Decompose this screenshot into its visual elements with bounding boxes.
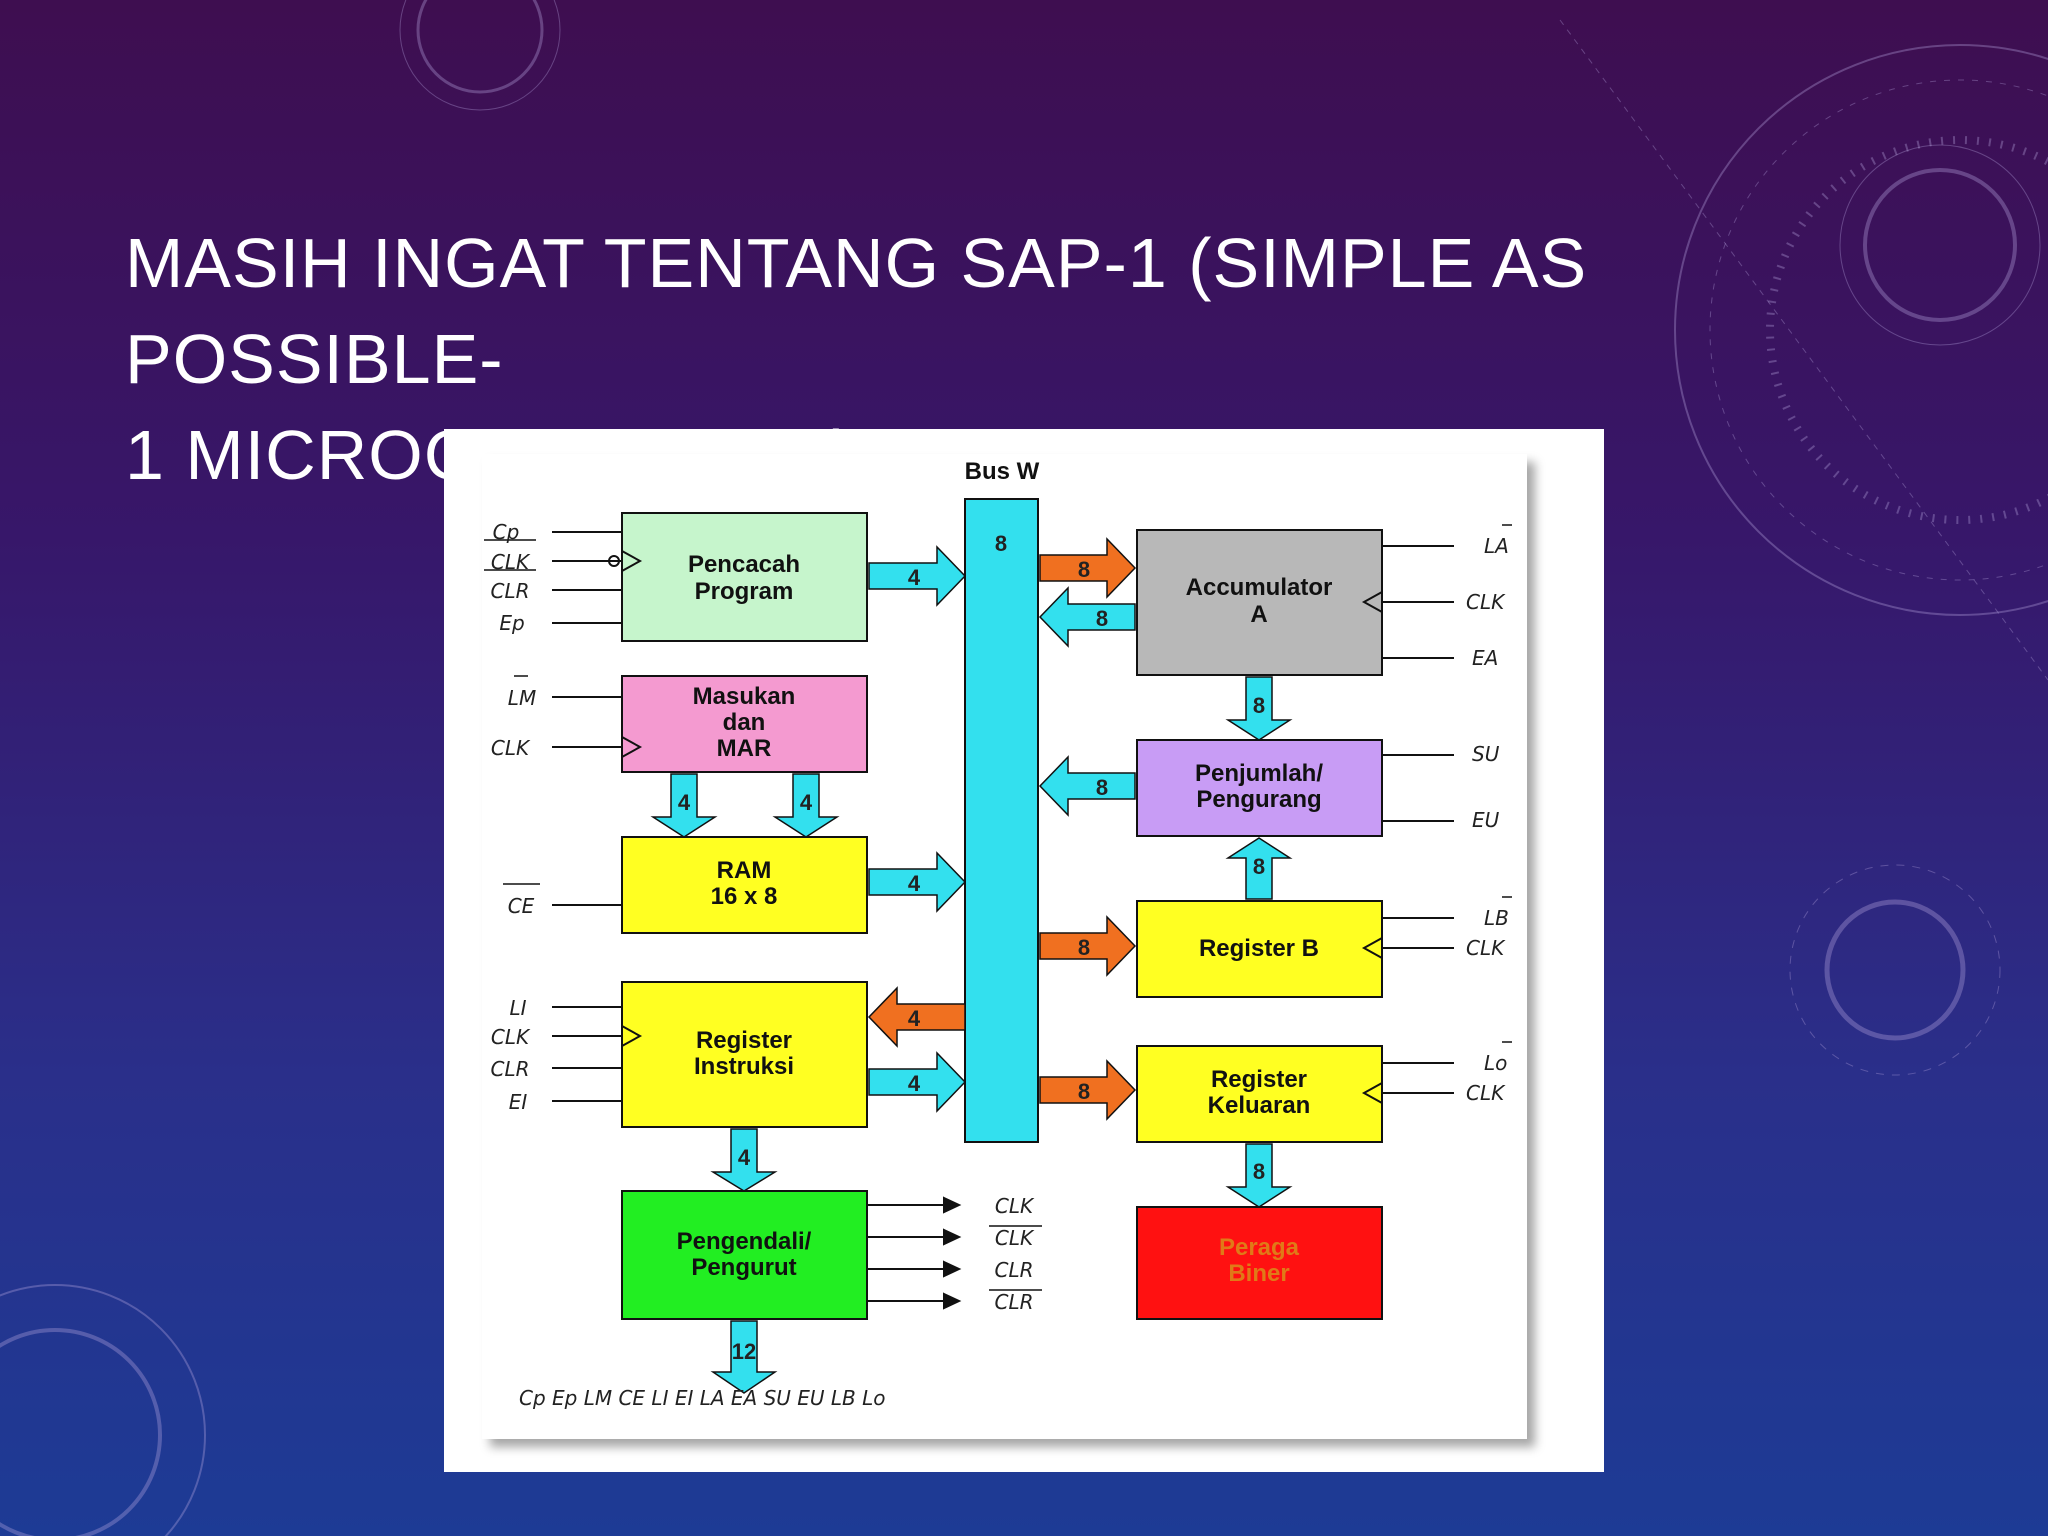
width-register-b-to-adder: 8 [1253,854,1265,879]
signal-clr-pc: CLR [490,579,529,603]
arrow-ir-to-bus [868,1051,967,1113]
arrow-ir-to-controller [710,1128,778,1192]
width-bus-to-ir: 4 [908,1006,921,1031]
controller-output-lines [867,1196,962,1310]
output-register-label-2: Keluaran [1208,1092,1311,1119]
signal-ep: Ep [499,611,524,635]
program-counter-label-1: Pencacah [688,551,800,578]
program-counter-label-2: Program [695,578,794,605]
signal-lo: Lo [1484,1051,1507,1075]
arrow-accumulator-to-bus [1038,586,1136,648]
bus-label: Bus W [965,458,1040,485]
arrow-controller-out [710,1320,778,1394]
signal-clk-out: CLK [1466,1081,1506,1105]
ram-label-2: 16 x 8 [711,883,778,910]
adder-subtracter-block [1136,739,1383,837]
signal-eu: EU [1472,808,1500,832]
signal-ea: EA [1472,646,1498,670]
width-adder-to-bus: 8 [1096,775,1108,800]
controller-out-clr-1: CLR [994,1258,1033,1282]
width-bus-to-accumulator: 8 [1078,557,1090,582]
signal-clk-pc: CLK [491,550,531,574]
arrow-bus-to-register-b [1039,915,1137,977]
width-output-to-display: 8 [1253,1159,1265,1184]
controller-label-2: Pengurut [691,1254,796,1281]
mar-label-1: Masukan [693,683,796,710]
control-word: Cp Ep LM CE LI EI LA EA SU EU LB Lo [519,1386,886,1410]
signal-clk-mar: CLK [491,736,531,760]
signal-la: LA [1484,534,1509,558]
controller-out-clk-2: CLK [995,1226,1035,1250]
width-accumulator-to-adder: 8 [1253,693,1265,718]
signal-ce: CE [508,894,535,918]
instruction-register-label-1: Register [696,1027,792,1054]
accumulator-block [1136,529,1383,676]
controller-label-1: Pengendali/ [677,1228,812,1255]
ram-block [621,836,868,934]
width-bus-to-output-register: 8 [1078,1079,1090,1104]
width-mar-to-ram-b: 4 [800,790,813,815]
binary-display-label-2: Biner [1228,1260,1289,1287]
width-accumulator-to-bus: 8 [1096,606,1108,631]
arrow-mar-to-ram-a [650,773,718,838]
signal-lm: LM [508,686,536,710]
instruction-register-label-2: Instruksi [694,1053,794,1080]
adder-label-1: Penjumlah/ [1195,760,1323,787]
bus-w [964,498,1039,1143]
width-ir-to-controller: 4 [738,1145,751,1170]
output-register-block [1136,1045,1383,1143]
controller-out-clk-1: CLK [995,1194,1035,1218]
width-pc-to-bus: 4 [908,565,921,590]
instruction-register-block [621,981,868,1128]
program-counter-block [621,512,868,642]
sap1-block-diagram: Bus W 8 Pencacah Program Masukan dan MAR… [482,454,1527,1439]
mar-label-3: MAR [717,735,772,762]
accumulator-label-1: Accumulator [1186,574,1333,601]
register-b-block [1136,900,1383,998]
output-register-label-1: Register [1211,1066,1307,1093]
arrow-ram-to-bus [868,851,967,913]
width-controller-out: 12 [732,1339,756,1364]
signal-ei: EI [509,1090,528,1114]
accumulator-label-2: A [1250,601,1267,628]
binary-display-block [1136,1206,1383,1320]
arrow-mar-to-ram-b [772,773,840,838]
bus-width-label: 8 [995,531,1007,556]
arrow-register-b-to-adder [1225,837,1293,900]
signal-clr-ir: CLR [490,1057,529,1081]
arrow-bus-to-output-register [1039,1059,1137,1121]
overbars [484,524,1512,1291]
width-bus-to-register-b: 8 [1078,935,1090,960]
slide-title-line-1: MASIH INGAT TENTANG SAP-1 (SIMPLE AS POS… [125,224,1588,398]
ram-label-1: RAM [717,857,772,884]
binary-display-label-1: Peraga [1219,1234,1300,1261]
width-ram-to-bus: 4 [908,871,921,896]
signal-clk-acc: CLK [1466,590,1506,614]
controller-block [621,1190,868,1320]
register-b-label: Register B [1199,935,1319,962]
arrow-bus-to-accumulator [1039,537,1137,599]
mar-label-2: dan [723,709,766,736]
controller-out-clr-2: CLR [994,1290,1033,1314]
arrow-accumulator-to-adder [1225,676,1293,741]
arrow-output-to-display [1225,1143,1293,1208]
signal-cp: Cp [493,520,520,544]
signal-li: LI [509,996,526,1020]
signal-clk-ir: CLK [491,1025,531,1049]
arrow-bus-to-ir [867,986,966,1048]
signal-su: SU [1472,742,1500,766]
adder-label-2: Pengurang [1196,786,1321,813]
mar-block [621,675,868,773]
width-mar-to-ram-a: 4 [678,790,691,815]
signal-lines [552,531,1454,1102]
width-ir-to-bus: 4 [908,1071,921,1096]
arrow-pc-to-bus [868,545,967,607]
clock-markers [608,550,1383,1104]
sap1-block-diagram-image: Bus W 8 Pencacah Program Masukan dan MAR… [444,429,1604,1472]
arrow-adder-to-bus [1038,755,1136,817]
signal-lb: LB [1484,906,1509,930]
signal-clk-b: CLK [1466,936,1506,960]
